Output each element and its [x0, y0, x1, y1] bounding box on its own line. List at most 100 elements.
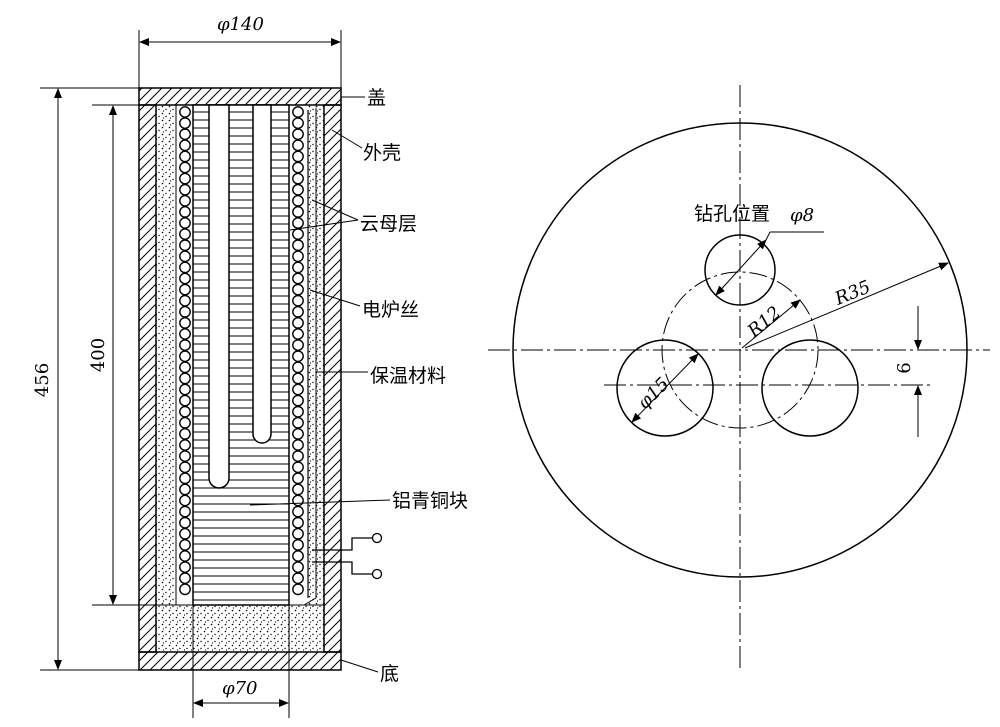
coil-turn — [292, 328, 304, 340]
coil-turn — [292, 194, 304, 207]
coil-turn — [179, 283, 191, 296]
coil-turn — [292, 483, 304, 496]
dim-r12: R12 — [743, 302, 785, 342]
outer-circle-r35 — [512, 122, 968, 578]
coil-turn — [179, 161, 191, 174]
dim-bottom-width: φ70 — [222, 678, 258, 699]
coil-turn — [179, 450, 191, 462]
coil-turn — [179, 572, 191, 585]
dim-total-height: 456 — [32, 363, 53, 397]
coil-turn — [179, 294, 191, 307]
coil-turn — [179, 461, 191, 474]
coil-turn — [292, 372, 304, 385]
heater-coil-right — [292, 106, 304, 596]
label-bottom: 底 — [380, 663, 399, 685]
coil-turn — [292, 261, 304, 274]
coil-turn — [179, 150, 191, 163]
coil-turn — [179, 539, 191, 551]
coil-turn — [179, 494, 191, 507]
insulation-bottom — [155, 604, 325, 653]
drill-hole-short — [252, 104, 272, 444]
coil-turn — [179, 427, 191, 440]
coil-turn — [179, 350, 191, 363]
coil-turn — [179, 217, 191, 229]
coil-turn — [292, 472, 304, 485]
dimension-lines — [40, 30, 342, 718]
leader-lines — [249, 96, 391, 673]
label-shell: 外壳 — [363, 142, 401, 164]
coil-turn — [179, 106, 191, 118]
coil-turn — [292, 461, 304, 474]
dim-inner-height: 400 — [88, 338, 109, 372]
coil-turn — [292, 250, 304, 263]
coil-turn — [292, 439, 304, 451]
coil-turn — [179, 550, 191, 562]
coil-turn — [292, 505, 304, 518]
coil-turn — [292, 239, 304, 252]
bronze-block — [192, 104, 290, 606]
dim-drill-dia: φ8 — [790, 205, 814, 226]
lid — [138, 87, 342, 106]
label-lid: 盖 — [367, 87, 386, 109]
plan-dimensions — [631, 231, 949, 437]
outer-shell-right — [323, 104, 342, 653]
coil-turn — [179, 128, 191, 141]
coil-turn — [179, 272, 191, 285]
coil-turn — [179, 339, 191, 351]
outer-shell-left — [138, 104, 157, 653]
coil-turn — [292, 183, 304, 196]
coil-turn — [179, 361, 191, 374]
coil-turn — [292, 305, 304, 318]
coil-turn — [179, 172, 191, 185]
label-heater: 电炉丝 — [362, 299, 419, 321]
coil-turn — [179, 583, 191, 596]
coil-turn — [179, 239, 191, 252]
coil-turn — [179, 472, 191, 485]
coil-turn — [179, 250, 191, 263]
coil-turn — [179, 117, 191, 130]
coil-turn — [292, 539, 304, 551]
coil-turn — [292, 450, 304, 462]
coil-turn — [179, 183, 191, 196]
coil-turn — [292, 128, 304, 141]
coil-turn — [179, 561, 191, 573]
hole-right-phi15 — [761, 339, 859, 437]
coil-turn — [292, 217, 304, 229]
coil-turn — [179, 261, 191, 274]
terminals — [312, 532, 383, 580]
insulation-left — [155, 104, 177, 606]
coil-turn — [179, 305, 191, 318]
label-mica: 云母层 — [360, 213, 417, 235]
coil-turn — [179, 316, 191, 329]
coil-turn — [292, 228, 304, 241]
furnace-section-view: φ140 456 400 φ70 盖 外壳 云母层 电炉丝 保温材料 铝青铜块 … — [32, 14, 468, 718]
coil-turn — [292, 405, 304, 418]
coil-turn — [292, 583, 304, 596]
coil-turn — [179, 228, 191, 241]
coil-turn — [179, 383, 191, 396]
dim-offset: 6 — [894, 362, 915, 373]
coil-turn — [292, 316, 304, 329]
coil-turn — [179, 372, 191, 385]
coil-turn — [179, 405, 191, 418]
bottom-plate — [138, 651, 342, 671]
coil-turn — [292, 150, 304, 163]
coil-turn — [292, 394, 304, 407]
coil-turn — [292, 516, 304, 529]
coil-turn — [292, 294, 304, 307]
label-drill-position: 钻孔位置 — [694, 203, 770, 225]
coil-turn — [292, 283, 304, 296]
coil-turn — [179, 483, 191, 496]
coil-turn — [292, 527, 304, 540]
pitch-circle-r12 — [661, 271, 819, 429]
coil-turn — [292, 161, 304, 174]
coil-turn — [179, 527, 191, 540]
block-plan-view: 钻孔位置 φ8 R12 R35 φ15 6 — [488, 85, 990, 668]
coil-turn — [292, 272, 304, 285]
label-bronze-block: 铝青铜块 — [392, 490, 468, 512]
coil-turn — [179, 439, 191, 451]
coil-turn — [292, 561, 304, 573]
label-insulation: 保温材料 — [370, 365, 446, 387]
